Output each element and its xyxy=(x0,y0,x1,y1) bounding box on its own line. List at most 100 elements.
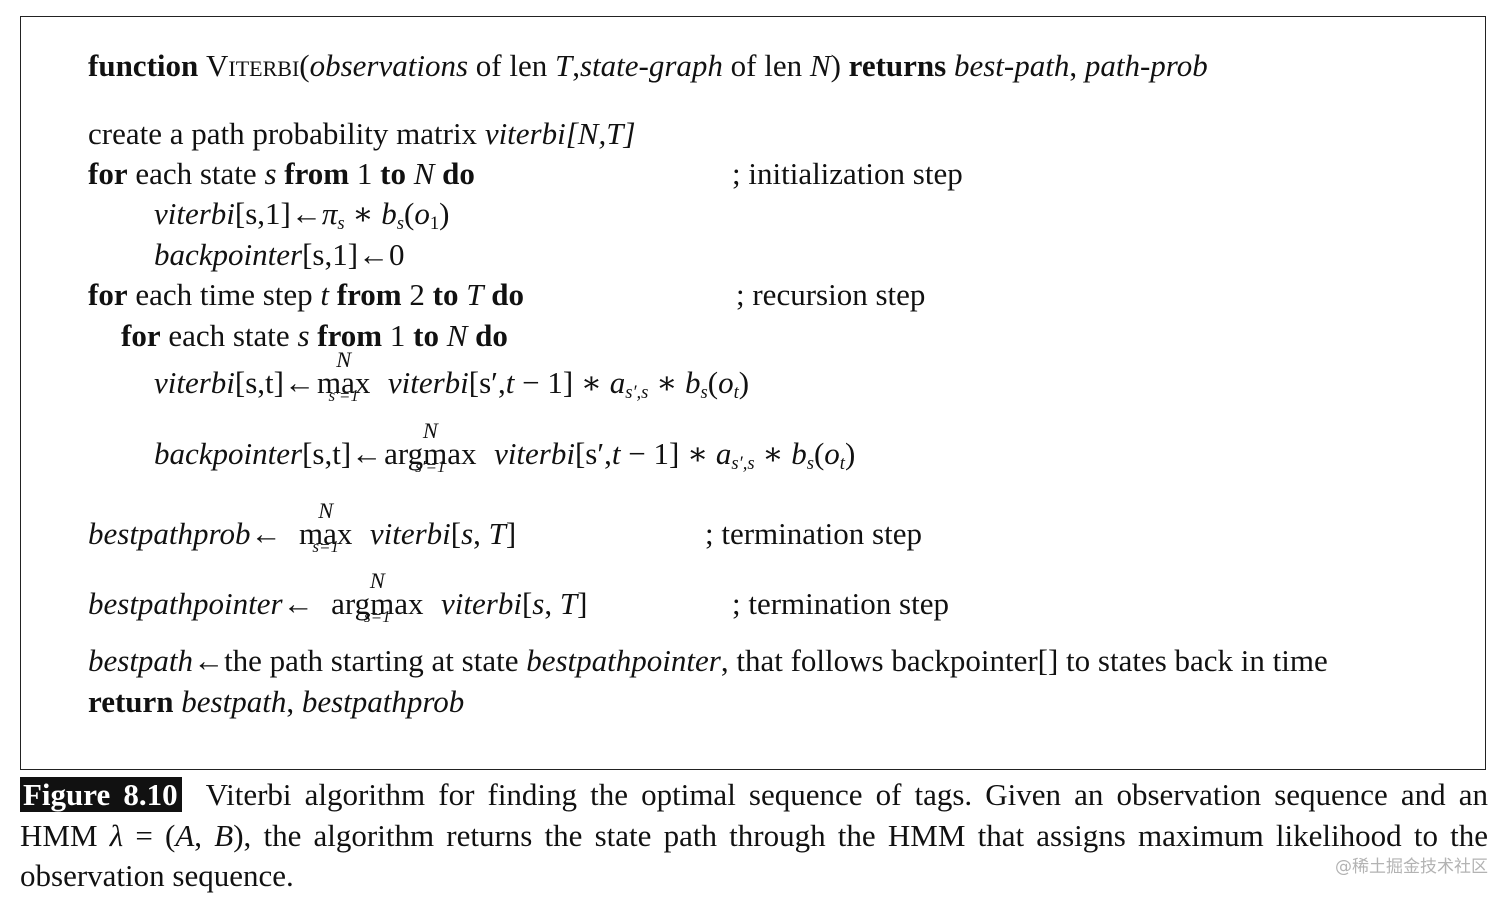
op-lower-bound: s=1 xyxy=(312,536,339,556)
paren: ( xyxy=(813,436,825,471)
emission-b: b xyxy=(791,436,807,471)
comment-termination: ; termination step xyxy=(732,586,949,621)
times: ∗ xyxy=(754,436,792,471)
function-name: Viterbi xyxy=(206,48,300,83)
viterbi-fn: viterbi xyxy=(387,365,469,400)
return-bestpath: bestpath xyxy=(181,684,287,719)
index: [s,t] xyxy=(302,436,352,471)
loop-var: s xyxy=(297,318,310,353)
paren: ( xyxy=(299,48,310,83)
keyword-to: to xyxy=(380,156,406,191)
keyword-do: do xyxy=(475,318,508,353)
caption-text: Viterbi algorithm for finding the optima… xyxy=(20,777,1489,853)
viterbi-fn: viterbi xyxy=(494,436,575,471)
arrow: ← xyxy=(284,365,315,400)
keyword-from: from xyxy=(284,156,350,191)
return-bestpathprob: bestpathprob xyxy=(301,684,465,719)
times: ∗ xyxy=(679,436,716,471)
b-subscript: s xyxy=(396,213,404,235)
paren: ) xyxy=(738,365,750,400)
op-upper-bound: N xyxy=(318,498,334,524)
op-upper-bound: N xyxy=(422,418,438,444)
math-A: A xyxy=(175,817,195,853)
keyword-return: return xyxy=(88,684,174,719)
bestpath-var: bestpath xyxy=(88,643,194,678)
a-subscript: s′,s xyxy=(731,453,755,475)
observation-o: o xyxy=(414,196,430,231)
bracket: ] xyxy=(577,586,588,621)
comma: , xyxy=(473,516,489,551)
observation-o: o xyxy=(824,436,840,471)
arrow: ← xyxy=(351,436,383,471)
matrix-viterbi: viterbi[N,T] xyxy=(484,116,636,151)
bestpathpointer-var: bestpathpointer xyxy=(526,643,721,678)
keyword-returns: returns xyxy=(848,48,947,83)
op-lower-bound: s′=1 xyxy=(415,456,446,476)
loop-text: each time step xyxy=(127,277,321,312)
loop-start: 1 xyxy=(382,318,414,353)
rhs-open: [s′, xyxy=(468,365,506,400)
b-subscript: s xyxy=(806,453,814,475)
op-name: max xyxy=(298,516,353,551)
bestpath-line: bestpath←the path starting at state best… xyxy=(88,645,1328,676)
viterbi-fn: viterbi xyxy=(154,365,235,400)
init-loop-line: for each state s from 1 to N do xyxy=(88,158,475,189)
keyword-for: for xyxy=(88,156,128,191)
paren: ( xyxy=(707,365,719,400)
loop-text: each state xyxy=(127,156,265,191)
var-s: s xyxy=(532,586,545,621)
comment-termination: ; termination step xyxy=(705,516,922,551)
param-observations: observations xyxy=(309,48,469,83)
figure-label: Figure 8.10 xyxy=(20,777,182,812)
index: [s,1] xyxy=(302,237,359,272)
state-loop-line: for each state s from 1 to N do xyxy=(121,320,508,351)
paren: ) xyxy=(830,48,841,83)
transition-a: a xyxy=(715,436,732,471)
comment-initialization: ; initialization step xyxy=(732,156,963,191)
math-eq: = ( xyxy=(123,817,176,853)
bestpathprob-var: bestpathprob xyxy=(88,516,251,551)
rhs-minus: − 1] xyxy=(514,365,574,400)
keyword-from: from xyxy=(336,277,402,312)
keyword-do: do xyxy=(442,156,475,191)
keyword-to: to xyxy=(413,318,439,353)
paren: ) xyxy=(439,196,450,231)
rhs-minus: − 1] xyxy=(620,436,680,471)
var-t: t xyxy=(505,365,515,400)
comma: , xyxy=(544,586,560,621)
keyword-function: function xyxy=(88,48,199,83)
return-line: return bestpath, bestpathprob xyxy=(88,686,464,717)
algorithm-box xyxy=(20,16,1486,770)
emission-b: b xyxy=(381,196,397,231)
var-T: T xyxy=(488,516,506,551)
keyword-for: for xyxy=(121,318,161,353)
keyword-do: do xyxy=(491,277,524,312)
bestpath-text: the path starting at state xyxy=(224,643,527,678)
arrow: ← xyxy=(282,586,314,621)
paren: ( xyxy=(404,196,415,231)
pi: π xyxy=(321,196,338,231)
arrow: ← xyxy=(358,237,390,272)
op-lower-bound: s′=1 xyxy=(328,385,359,405)
function-signature: function Viterbi(observations of len T,s… xyxy=(88,50,1208,81)
text-of-len: of len xyxy=(468,48,555,83)
watermark: @稀土掘金技术社区 xyxy=(1335,857,1488,877)
loop-var: t xyxy=(320,277,330,312)
keyword-to: to xyxy=(432,277,459,312)
a-subscript: s′,s xyxy=(625,382,649,404)
index: [s,t] xyxy=(234,365,284,400)
bestpath-text: , that follows backpointer[] to states b… xyxy=(720,643,1328,678)
loop-end: T xyxy=(466,277,484,312)
op-upper-bound: N xyxy=(336,347,352,373)
op-upper-bound: N xyxy=(369,568,385,594)
index: [s,1] xyxy=(234,196,291,231)
o-subscript: t xyxy=(733,382,739,404)
comma: , xyxy=(572,48,580,83)
b-subscript: s xyxy=(700,382,708,404)
